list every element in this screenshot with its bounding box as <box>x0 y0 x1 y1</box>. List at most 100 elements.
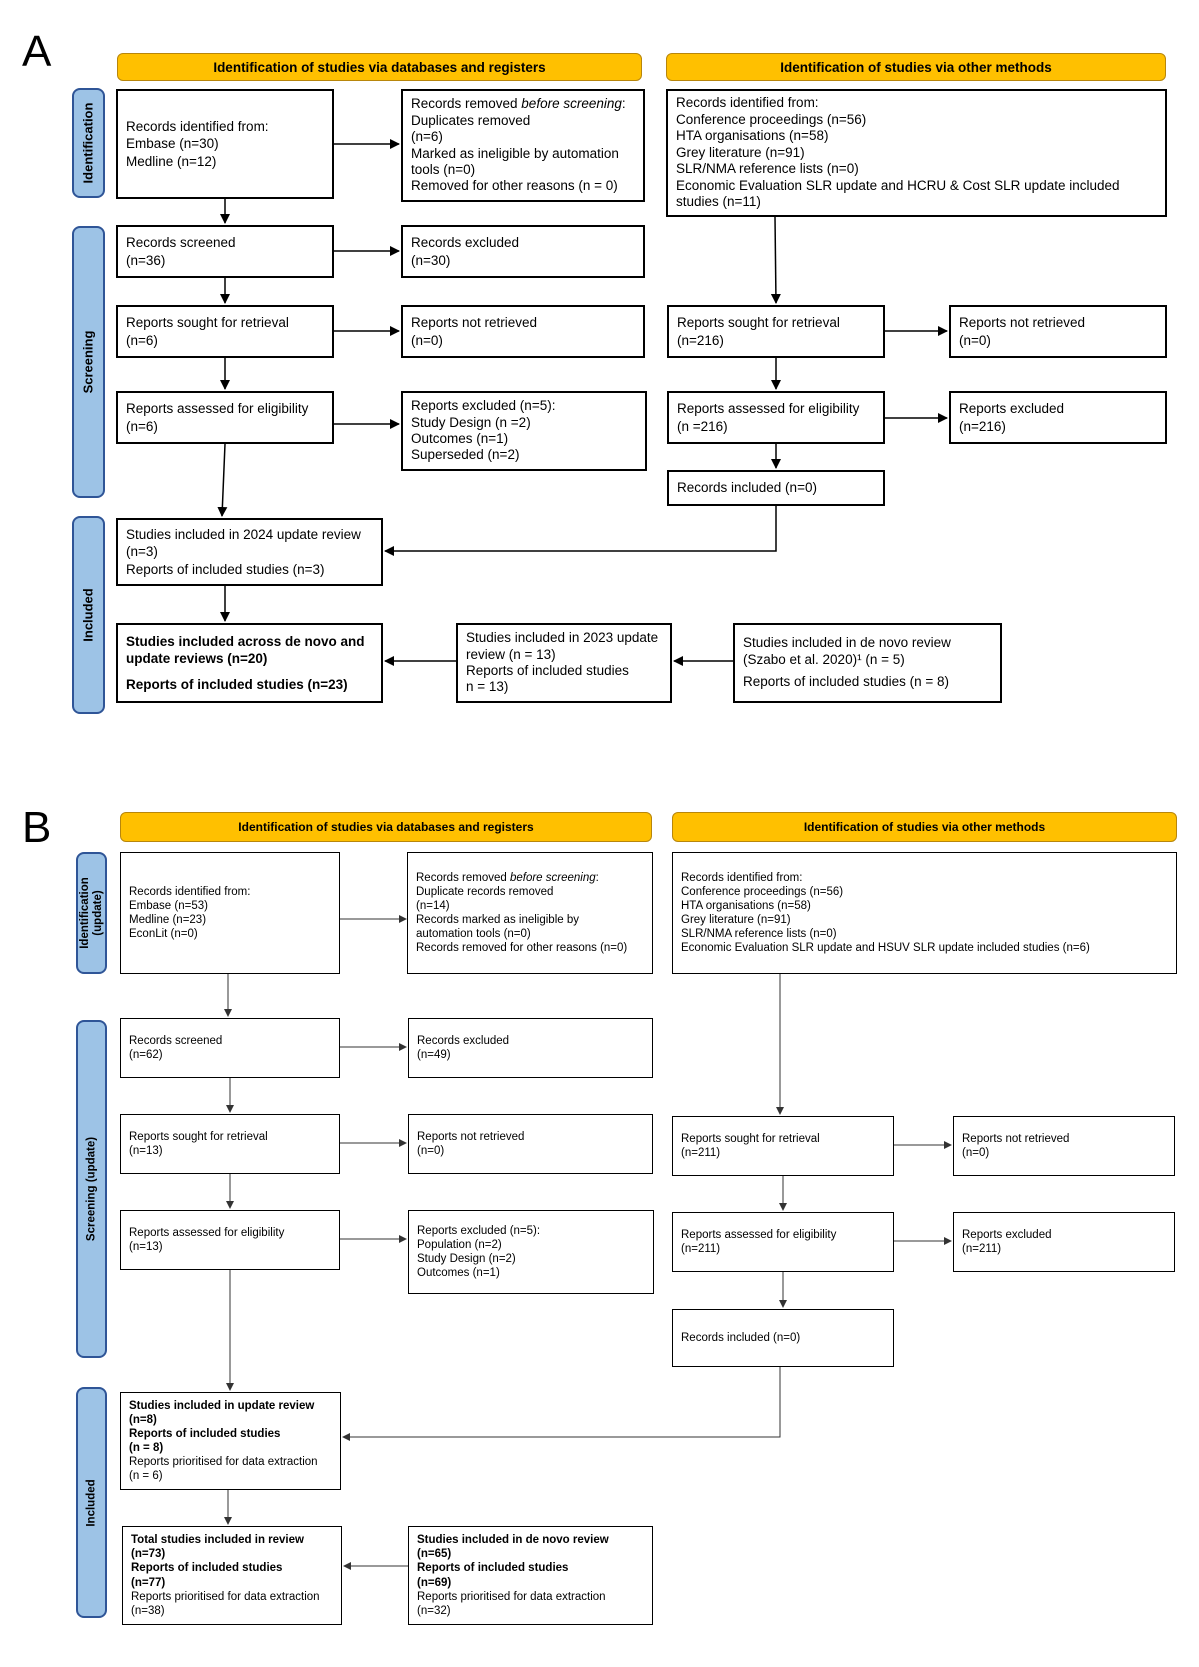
box-line: Population (n=2) <box>417 1238 502 1251</box>
panel-b-header-databases: Identification of studies via databases … <box>120 812 652 842</box>
box-line: Reports excluded (n=5): <box>417 1224 541 1237</box>
text-run-italic: before screening <box>509 871 596 884</box>
box-line: Reports assessed for eligibility <box>677 400 860 416</box>
box-line: Records excluded <box>417 1034 510 1047</box>
b-other-sought-box: Reports sought for retrieval (n=211) <box>672 1116 894 1176</box>
b-included-update-box: Studies included in update review (n=8) … <box>120 1392 341 1490</box>
side-label: Screening (update) <box>84 1136 97 1242</box>
box-line: (n=30) <box>411 252 451 268</box>
box-line: Records included (n=0) <box>681 1331 801 1344</box>
panel-a-side-identification: Identification <box>72 88 105 198</box>
b-other-not-retrieved-box: Reports not retrieved (n=0) <box>953 1116 1175 1176</box>
box-line: Study Design (n=2) <box>417 1253 516 1265</box>
box-line: Reports sought for retrieval <box>126 314 289 330</box>
box-line: Embase (n=30) <box>126 136 219 152</box>
panel-b-side-identification: Identification (update) <box>76 852 107 974</box>
box-line: (n =216) <box>677 418 728 434</box>
box-line: (n=69) <box>417 1576 452 1589</box>
b-other-assessed-box: Reports assessed for eligibility (n=211) <box>672 1212 894 1272</box>
a-records-excluded-box: Records excluded (n=30) <box>401 225 645 278</box>
box-line: Medline (n=12) <box>126 153 217 169</box>
box-line: review (n = 13) <box>466 646 556 662</box>
text-run: : <box>595 871 599 884</box>
text-run-italic: before screening <box>521 96 622 112</box>
box-line: Studies included in de novo review <box>743 635 951 651</box>
panel-b-letter: B <box>22 803 52 852</box>
box-line: Reports prioritised for data extraction <box>129 1456 318 1469</box>
box-line: Records removed before screening: <box>411 96 635 112</box>
panel-b-header-other-methods: Identification of studies via other meth… <box>672 812 1177 842</box>
box-line: EconLit (n=0) <box>129 928 198 941</box>
box-line: Marked as ineligible by automation <box>411 145 619 161</box>
box-line: n = 13) <box>466 679 509 695</box>
box-line: Studies included across de novo and <box>126 633 365 649</box>
box-line: Reports excluded <box>959 400 1065 416</box>
b-included-total-box: Total studies included in review (n=73) … <box>122 1526 342 1625</box>
b-records-removed-box: Records removed before screening: Duplic… <box>407 852 653 974</box>
box-line: Reports of included studies (n=3) <box>126 561 325 577</box>
a-other-included-box: Records included (n=0) <box>667 470 885 506</box>
box-line: (n=13) <box>129 1145 163 1157</box>
box-line: Reports excluded (n=5): <box>411 398 556 414</box>
side-label: Included <box>80 588 96 642</box>
box-line: (n=65) <box>417 1548 452 1561</box>
box-line: (n=6) <box>126 418 158 434</box>
spacer <box>126 668 373 676</box>
box-line: Reports of included studies (n = 8) <box>743 674 949 690</box>
box-line: (n=62) <box>129 1049 163 1061</box>
a-records-identified-box: Records identified from: Embase (n=30) M… <box>116 89 334 199</box>
a-records-screened-box: Records screened (n=36) <box>116 225 334 278</box>
box-line: SLR/NMA reference lists (n=0) <box>681 928 837 941</box>
panel-a-header-other-methods: Identification of studies via other meth… <box>666 53 1166 81</box>
box-line: Reports not retrieved <box>411 314 538 330</box>
side-label-line: (update) <box>91 890 104 936</box>
box-line: (n = 6) <box>129 1470 163 1483</box>
panel-b-side-included: Included <box>76 1387 107 1618</box>
box-line: Reports prioritised for data extraction <box>417 1590 606 1603</box>
box-line: Records marked as ineligible by <box>416 914 579 926</box>
b-reports-sought-box: Reports sought for retrieval (n=13) <box>120 1114 340 1174</box>
box-line: Reports not retrieved <box>417 1130 525 1143</box>
side-label: Screening <box>80 330 96 394</box>
box-line: Records included (n=0) <box>677 480 817 496</box>
box-line: Records excluded <box>411 234 520 250</box>
box-line: Studies included in 2023 update <box>466 630 659 646</box>
box-line: Records identified from: <box>126 118 269 134</box>
panel-b-side-screening: Screening (update) <box>76 1020 107 1358</box>
box-line: studies (n=11) <box>676 194 761 210</box>
box-line: Reports of included studies (n=23) <box>126 676 348 692</box>
box-line: HTA organisations (n=58) <box>676 128 829 144</box>
b-assessed-box: Reports assessed for eligibility (n=13) <box>120 1210 340 1270</box>
b-included-denovo-box: Studies included in de novo review (n=65… <box>408 1526 653 1625</box>
box-line: (n=216) <box>677 332 724 348</box>
box-line: Conference proceedings (n=56) <box>676 111 867 127</box>
side-label: Included <box>84 1478 97 1527</box>
box-line: (n=13) <box>129 1241 163 1253</box>
box-line: (n=6) <box>126 332 158 348</box>
box-line: update reviews (n=20) <box>126 651 268 667</box>
arrow <box>770 216 781 304</box>
a-other-assessed-box: Reports assessed for eligibility (n =216… <box>667 391 885 444</box>
box-line: (n=211) <box>962 1243 1002 1255</box>
box-line: Studies included in de novo review <box>417 1534 609 1547</box>
arrow <box>384 506 777 556</box>
box-line: (n=38) <box>131 1604 165 1617</box>
box-line: Reports not retrieved <box>959 314 1086 330</box>
box-line: (n=6) <box>411 129 443 145</box>
box-line: Records screened <box>126 234 236 250</box>
box-line: Records identified from: <box>129 885 251 898</box>
box-line: Reports of included studies <box>129 1427 281 1440</box>
b-records-excluded-box: Records excluded (n=49) <box>408 1018 653 1078</box>
box-line: Reports sought for retrieval <box>129 1130 268 1143</box>
box-line: (Szabo et al. 2020)¹ (n = 5) <box>743 651 905 667</box>
side-label: Identification <box>80 102 96 184</box>
box-line: Conference proceedings (n=56) <box>681 885 844 898</box>
b-reports-excluded-box: Reports excluded (n=5): Population (n=2)… <box>408 1210 654 1294</box>
box-line: (n=0) <box>411 332 443 348</box>
box-line: Outcomes (n=1) <box>417 1267 500 1280</box>
b-records-identified-box: Records identified from: Embase (n=53) M… <box>120 852 340 974</box>
box-line: Reports assessed for eligibility <box>126 400 309 416</box>
box-line: (n=8) <box>129 1413 157 1426</box>
a-records-removed-box: Records removed before screening: Duplic… <box>401 89 645 202</box>
box-line: Records identified from: <box>676 95 819 111</box>
